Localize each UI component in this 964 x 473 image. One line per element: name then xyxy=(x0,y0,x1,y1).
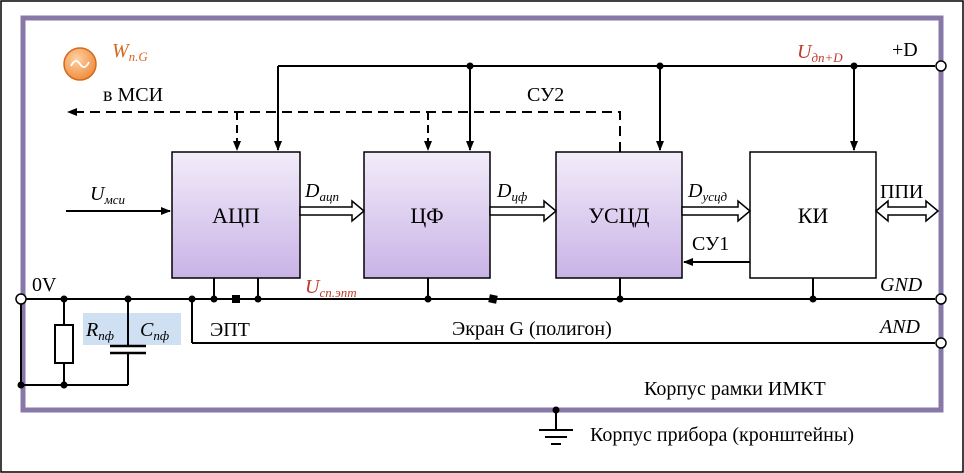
ki-block xyxy=(749,151,877,279)
junction-dot xyxy=(552,406,560,414)
plus-d-label: +D xyxy=(892,39,918,61)
su2-label: СУ2 xyxy=(527,84,564,106)
resistor xyxy=(54,324,74,364)
device-case-label: Корпус прибора (кронштейны) xyxy=(590,424,854,446)
plus-d-terminal xyxy=(935,60,947,72)
d-cf-bus-arrow xyxy=(489,199,558,223)
d-uscd-bus-arrow xyxy=(681,199,752,223)
and-label: AND xyxy=(878,316,921,338)
noise-power-label: Wп.G xyxy=(112,40,148,64)
r-label: Rпф xyxy=(85,319,114,343)
ept-label: ЭПТ xyxy=(210,319,250,341)
adc-label: АЦП xyxy=(212,203,260,228)
filter-highlight xyxy=(83,313,181,345)
junction-dot xyxy=(466,62,474,70)
uscd-label: УСЦД xyxy=(588,203,649,228)
cf-label: ЦФ xyxy=(410,203,443,228)
junction-dot xyxy=(254,295,262,303)
and-terminal xyxy=(935,337,947,349)
d-uscd-label: Dусцд xyxy=(687,180,727,204)
ground-icon xyxy=(539,429,573,445)
d-acp-label: Dацп xyxy=(304,180,339,204)
gnd-terminal xyxy=(935,293,947,305)
junction-dot xyxy=(616,295,624,303)
zero-v-label: 0V xyxy=(32,274,57,296)
frame-case-label: Корпус рамки ИМКТ xyxy=(644,378,826,400)
screen-marker xyxy=(488,294,498,304)
su2-bus xyxy=(67,108,621,152)
cf-block xyxy=(363,151,491,279)
c-label: Cпф xyxy=(140,319,169,343)
junction-dot xyxy=(210,295,218,303)
adc-block xyxy=(171,151,301,279)
junction-dot xyxy=(60,381,68,389)
d-cf-label: Dцф xyxy=(496,180,527,204)
imkt-frame xyxy=(20,15,944,413)
ki-label: КИ xyxy=(798,203,829,228)
ept-marker xyxy=(232,295,240,303)
uscd-block xyxy=(555,151,683,279)
ppi-label: ППИ xyxy=(880,181,923,203)
d-acp-bus-arrow xyxy=(299,199,366,223)
u-sp-label: Uсп.эпт xyxy=(305,276,357,300)
generator-icon xyxy=(63,47,97,81)
ppi-bus-arrow xyxy=(874,199,940,223)
screen-label: Экран G (полигон) xyxy=(452,318,612,340)
junction-dot xyxy=(424,295,432,303)
zero-v-terminal xyxy=(15,293,27,305)
junction-dot xyxy=(17,381,25,389)
junction-dot xyxy=(850,62,858,70)
su1-label: СУ1 xyxy=(692,233,729,255)
junction-dot xyxy=(809,295,817,303)
u-msi-label: Uмси xyxy=(90,183,126,207)
junction-dot xyxy=(656,62,664,70)
to-msi-label: в МСИ xyxy=(103,84,163,106)
u-dp-label: Uдп+D xyxy=(797,41,843,65)
gnd-label: GND xyxy=(880,274,923,296)
